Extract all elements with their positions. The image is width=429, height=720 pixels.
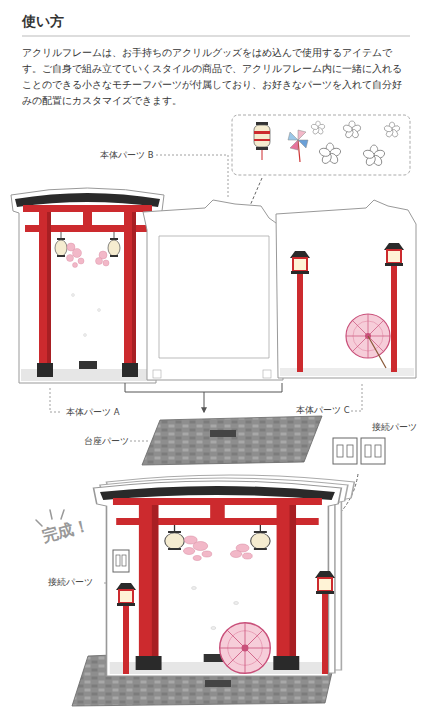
body-part-b xyxy=(143,200,283,380)
page-title: 使い方 xyxy=(22,13,64,31)
completed-frame xyxy=(72,475,354,706)
base-part xyxy=(142,416,322,465)
intro-text: アクリルフレームは、お手持ちのアクリルグッズをはめ込んで使用するアイテムです。ご… xyxy=(22,45,410,109)
motif-parts xyxy=(232,115,410,175)
part-label: 本体パーツ A xyxy=(66,407,120,417)
part-label: 本体パーツ C xyxy=(296,405,350,415)
body-part-a xyxy=(11,188,164,383)
complete-stamp: 完成！ xyxy=(40,516,92,549)
part-label: 本体パーツ B xyxy=(100,150,154,160)
assembly-bracket xyxy=(125,383,282,412)
part-label: 台座パーツ xyxy=(84,436,129,446)
part-label: 接続パーツ xyxy=(372,422,417,432)
connector-parts xyxy=(333,438,385,464)
part-label: 接続パーツ xyxy=(48,577,93,587)
body-part-c xyxy=(276,200,416,378)
title-rule xyxy=(22,36,410,37)
